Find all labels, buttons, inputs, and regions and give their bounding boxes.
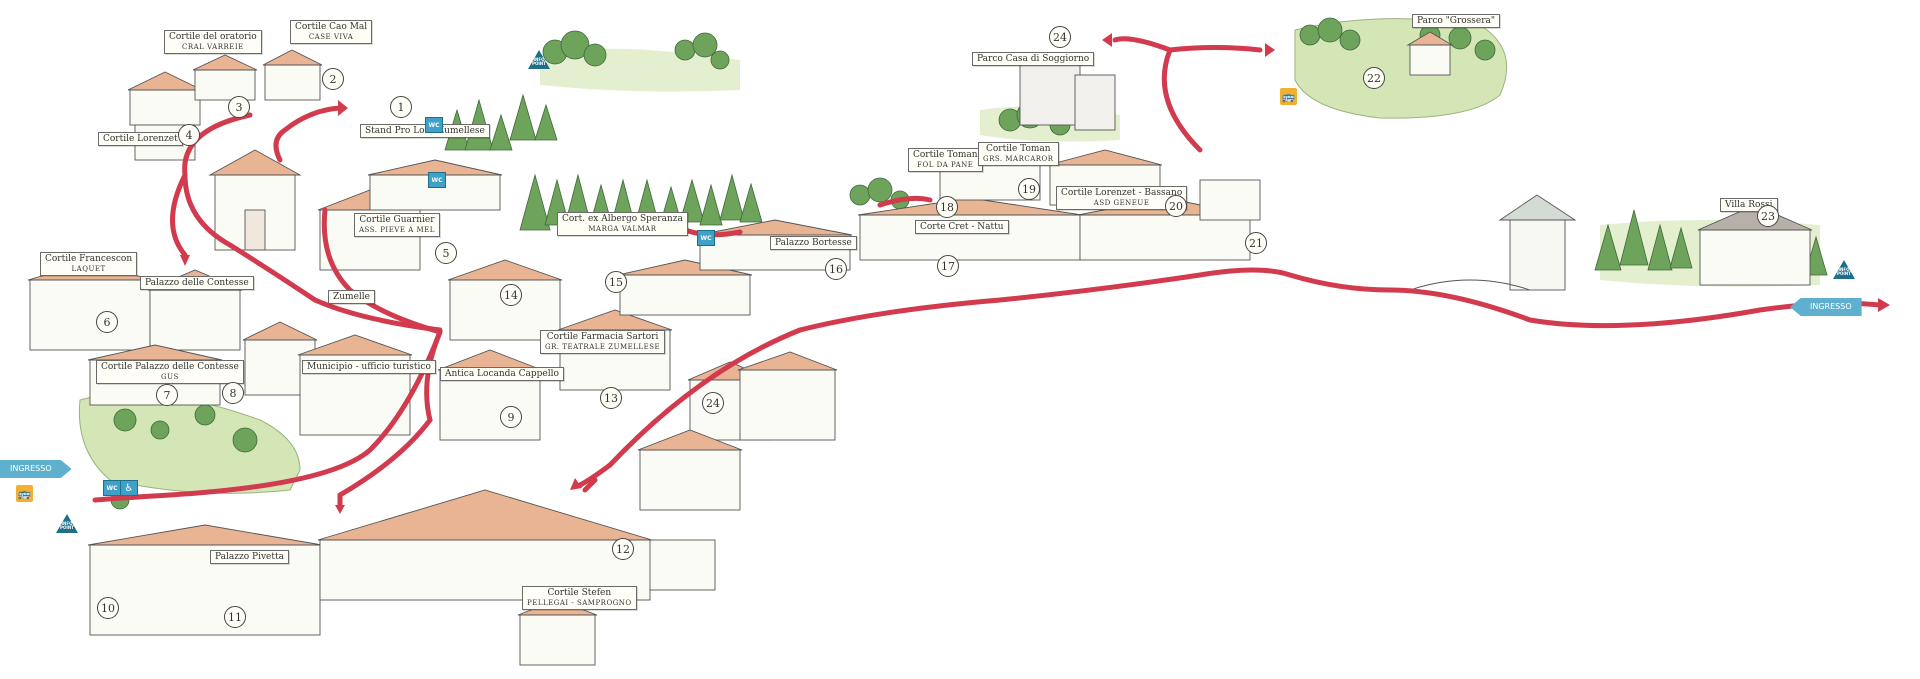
ingresso-arrow-right[interactable]: INGRESSO	[1790, 298, 1862, 316]
marker-15[interactable]: 15	[605, 271, 627, 293]
wc-icon[interactable]: WC	[697, 230, 715, 246]
marker-12[interactable]: 12	[612, 538, 634, 560]
marker-2[interactable]: 2	[322, 68, 344, 90]
marker-11[interactable]: 11	[224, 606, 246, 628]
marker-3[interactable]: 3	[228, 96, 250, 118]
marker-10[interactable]: 10	[97, 597, 119, 619]
label-antica-locanda: Antica Locanda Cappello	[440, 367, 564, 381]
marker-14[interactable]: 14	[500, 284, 522, 306]
label-palazzo-bortesse: Palazzo Bortesse	[770, 236, 857, 250]
marker-18[interactable]: 18	[936, 196, 958, 218]
marker-13[interactable]: 13	[600, 387, 622, 409]
label-parco-grossera: Parco "Grossera"	[1412, 14, 1501, 28]
marker-24-road[interactable]: 24	[702, 392, 724, 414]
accessible-wc-icon[interactable]: ♿	[120, 480, 138, 496]
marker-19[interactable]: 19	[1018, 178, 1040, 200]
label-cortile-lorenzet: Cortile Lorenzet	[98, 132, 183, 146]
route-arrowheads	[180, 33, 1890, 514]
marker-22[interactable]: 22	[1363, 67, 1385, 89]
wc-icon[interactable]: WC	[425, 117, 443, 133]
marker-1[interactable]: 1	[390, 96, 412, 118]
bus-icon[interactable]: 🚌	[1280, 88, 1297, 105]
bus-icon[interactable]: 🚌	[16, 485, 33, 502]
marker-20[interactable]: 20	[1165, 195, 1187, 217]
label-palazzo-pivetta: Palazzo Pivetta	[210, 550, 289, 564]
label-zumelle: Zumelle	[328, 290, 375, 304]
marker-24-top[interactable]: 24	[1049, 26, 1071, 48]
label-palazzo-contesse: Palazzo delle Contesse	[140, 276, 254, 290]
ingresso-arrow-left[interactable]: INGRESSO	[0, 460, 72, 478]
marker-4[interactable]: 4	[178, 124, 200, 146]
marker-21[interactable]: 21	[1245, 232, 1267, 254]
info-point-icon[interactable]: INFO POINT	[528, 50, 550, 69]
wc-icon[interactable]: WC	[428, 172, 446, 188]
marker-8[interactable]: 8	[222, 382, 244, 404]
buildings	[27, 31, 1813, 666]
marker-23[interactable]: 23	[1757, 205, 1779, 227]
wc-icon[interactable]: WC	[103, 480, 121, 496]
trees	[110, 17, 1828, 611]
marker-5[interactable]: 5	[435, 242, 457, 264]
marker-9[interactable]: 9	[500, 406, 522, 428]
label-parco-casa-soggiorno: Parco Casa di Soggiorno	[972, 52, 1095, 66]
label-municipio: Municipio - ufficio turistico	[302, 360, 436, 374]
marker-17[interactable]: 17	[937, 255, 959, 277]
info-point-icon[interactable]: INFO POINT	[56, 514, 78, 533]
marker-6[interactable]: 6	[96, 311, 118, 333]
label-corte-cret-nattu: Corte Cret - Nattu	[915, 220, 1009, 234]
label-stand-pro-loco: Stand Pro Loco Zumellese	[360, 124, 490, 138]
info-point-icon[interactable]: INFO POINT	[1833, 260, 1855, 279]
marker-16[interactable]: 16	[825, 258, 847, 280]
marker-7[interactable]: 7	[156, 384, 178, 406]
